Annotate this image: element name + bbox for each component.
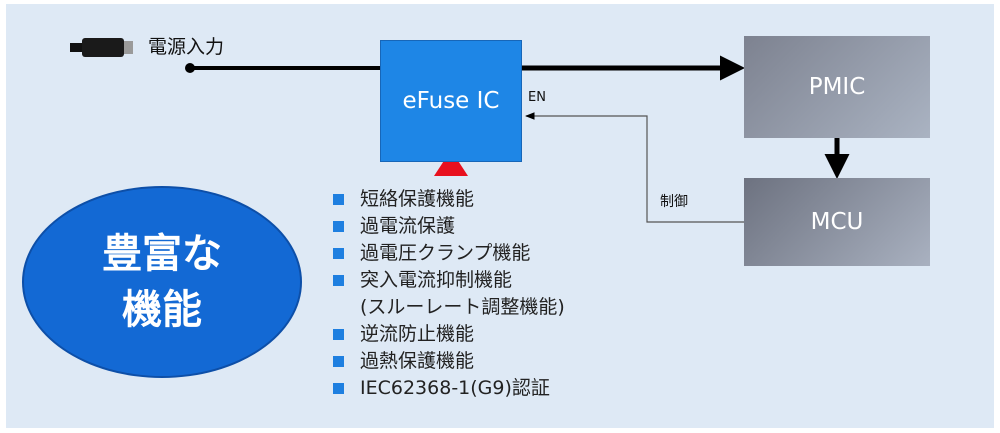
mcu-block: MCU	[744, 178, 930, 266]
en-label: EN	[528, 90, 546, 105]
feature-list: 短絡保護機能 過電流保護 過電圧クランプ機能 突入電流抑制機能 (スルーレート調…	[330, 186, 565, 402]
feature-text: 過電圧クランプ機能	[360, 242, 531, 264]
feature-item: IEC62368-1(G9)認証	[330, 375, 565, 402]
power-input-label: 電源入力	[148, 36, 225, 58]
feature-item: 短絡保護機能	[330, 186, 565, 213]
feature-text: (スルーレート調整機能)	[360, 296, 565, 318]
feature-text: 突入電流抑制機能	[360, 269, 513, 291]
feature-item: 過電流保護	[330, 213, 565, 240]
mcu-label: MCU	[810, 209, 864, 235]
bullet-square-icon	[333, 221, 344, 232]
pmic-label: PMIC	[808, 74, 866, 100]
bullet-square-icon	[333, 275, 344, 286]
feature-item: 過電圧クランプ機能	[330, 240, 565, 267]
bullet-square-icon	[333, 383, 344, 394]
power-input-dot	[185, 63, 195, 73]
bullet-square-icon	[333, 329, 344, 340]
bubble-line-2: 機能	[122, 287, 202, 333]
control-feedback-line	[525, 112, 744, 223]
efuse-ic-label: eFuse IC	[402, 88, 500, 114]
feature-item: 突入電流抑制機能	[330, 267, 565, 294]
pmic-block: PMIC	[744, 36, 930, 138]
feature-text: 過熱保護機能	[360, 350, 475, 372]
bubble-line-1: 豊富な	[102, 231, 222, 277]
bullet-square-icon	[333, 356, 344, 367]
feature-item: 過熱保護機能	[330, 348, 565, 375]
efuse-ic-block: eFuse IC	[380, 40, 522, 162]
feature-text: 過電流保護	[360, 215, 456, 237]
usb-plug-icon	[70, 38, 133, 57]
triangle-marker-icon	[434, 150, 468, 176]
rich-features-bubble: 豊富な 機能	[22, 186, 302, 378]
feature-text: IEC62368-1(G9)認証	[360, 377, 550, 399]
feature-item-sub: (スルーレート調整機能)	[330, 294, 565, 321]
feature-item: 逆流防止機能	[330, 321, 565, 348]
feature-text: 短絡保護機能	[360, 188, 475, 210]
bullet-square-icon	[333, 194, 344, 205]
bullet-square-icon	[333, 248, 344, 259]
control-label: 制御	[660, 194, 688, 210]
feature-text: 逆流防止機能	[360, 323, 475, 345]
